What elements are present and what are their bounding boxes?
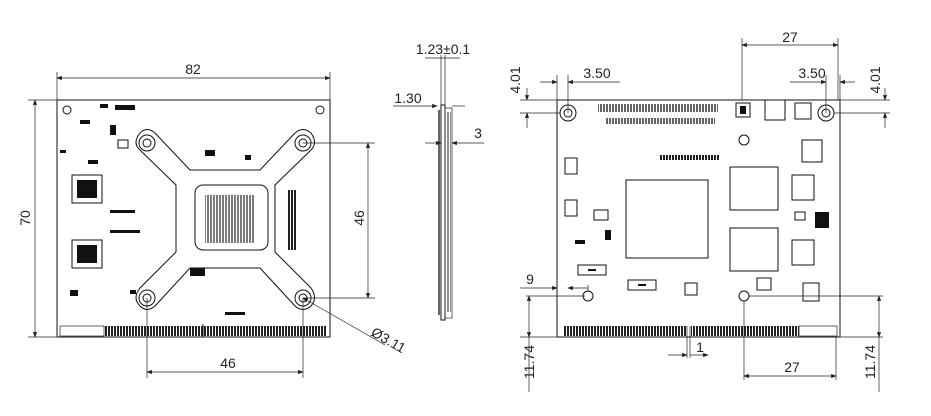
memory-chip (729, 227, 779, 272)
board-outline (56, 99, 331, 338)
heatsink-frame (135, 129, 315, 310)
clearance-dimension: 1.30 (394, 90, 421, 106)
right-lower-hole-height: 11.74 (862, 345, 878, 379)
edge-connector (105, 326, 327, 336)
board-outline (556, 99, 841, 338)
soc-chip (625, 179, 709, 259)
bottom-hole-spacing: 27 (784, 359, 800, 375)
top-hole-spacing: 27 (782, 29, 798, 45)
height-dimension: 70 (17, 210, 33, 226)
height-3-dimension: 3 (474, 125, 482, 141)
pcb-edge (440, 104, 446, 321)
edge-connector (563, 326, 686, 336)
soc-chip (194, 184, 269, 251)
hole-diameter: Ø3.11 (369, 324, 409, 357)
mounting-holes (559, 104, 835, 302)
side-view: 1.23±0.1 1.30 3 (393, 41, 484, 321)
lower-left-hole-x: 9 (526, 271, 534, 287)
top-view: 82 70 46 46 Ø3.11 (17, 61, 409, 378)
horizontal-hole-spacing: 46 (220, 355, 236, 371)
components (60, 104, 296, 315)
left-hole-offset-x: 3.50 (583, 65, 610, 81)
left-hole-offset-y: 4.01 (507, 66, 523, 93)
vertical-hole-spacing: 46 (351, 210, 367, 226)
right-hole-offset-x: 3.50 (798, 65, 825, 81)
bottom-view: 27 3.50 3.50 4.01 4.01 9 11.74 11.74 1 (507, 29, 890, 392)
components (564, 99, 829, 302)
width-dimension: 82 (185, 61, 201, 77)
pcb-thickness-dimension: 1.23±0.1 (416, 41, 471, 57)
connector-key-width: 1 (696, 339, 704, 355)
right-hole-offset-y: 4.01 (867, 66, 883, 93)
left-lower-hole-height: 11.74 (521, 345, 537, 379)
memory-chip (729, 166, 779, 211)
